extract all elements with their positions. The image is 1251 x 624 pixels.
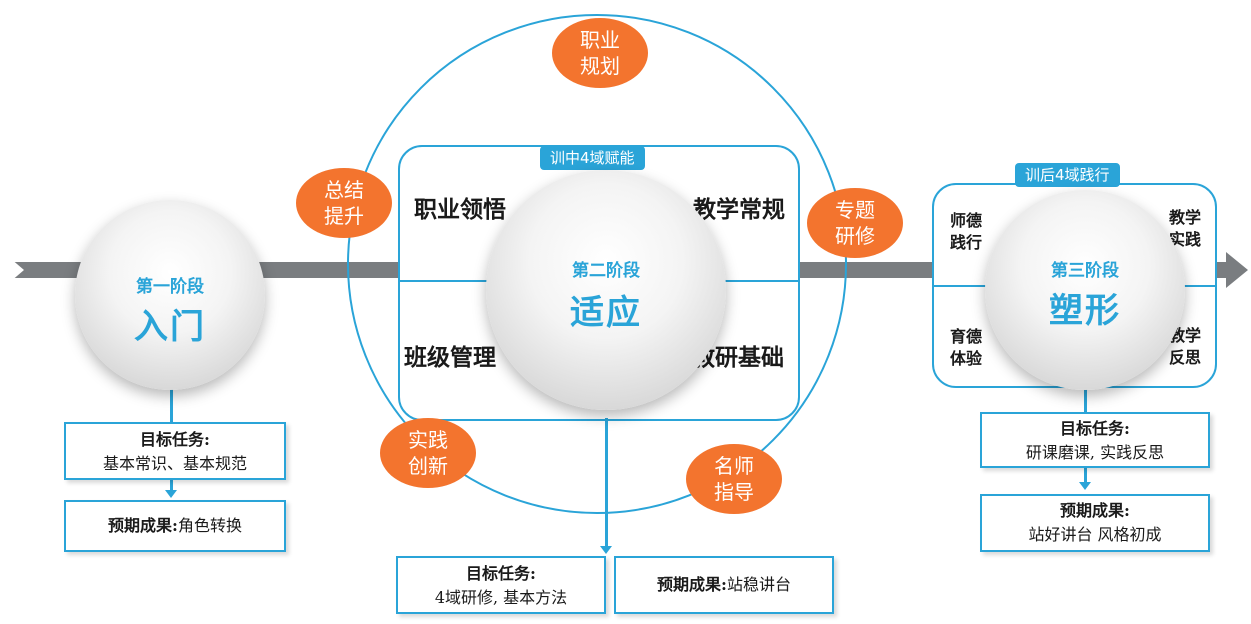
result-label: 预期成果:	[108, 516, 178, 535]
stage-3-number: 第三阶段	[1051, 261, 1119, 281]
stage3-connector	[1084, 383, 1087, 413]
stage-2-name: 适应	[570, 293, 642, 333]
domain-label: 教学 反思	[1169, 326, 1202, 367]
stage2-result-box: 预期成果:站稳讲台	[614, 556, 834, 614]
bubble-special-study: 专题研修	[807, 188, 903, 258]
right-frame-label: 训后4域践行	[1015, 163, 1120, 187]
bubble-mentor-guidance: 名师指导	[686, 444, 782, 514]
domain-label: 教学 实践	[1169, 208, 1202, 249]
stage3-result-box: 预期成果: 站好讲台 风格初成	[980, 494, 1210, 552]
result-label: 预期成果:	[657, 575, 727, 594]
stage1-result-box: 预期成果:角色转换	[64, 500, 286, 552]
task-label: 目标任务:	[140, 430, 210, 449]
result-text: 站好讲台 风格初成	[1028, 525, 1162, 544]
stage-1-number: 第一阶段	[136, 277, 204, 297]
result-text: 角色转换	[177, 516, 242, 535]
stage1-task-box: 目标任务: 基本常识、基本规范	[64, 422, 286, 480]
domain-label: 班级管理	[404, 345, 496, 371]
stage1-connector	[170, 388, 173, 424]
stage3-arrowhead	[1079, 482, 1091, 490]
result-label: 预期成果:	[1060, 501, 1130, 520]
stage2-arrowhead	[600, 546, 612, 554]
stage-2-number: 第二阶段	[572, 261, 640, 281]
stage1-box-connector	[170, 478, 173, 492]
task-text: 基本常识、基本规范	[102, 454, 247, 473]
bubble-career-planning: 职业规划	[552, 18, 648, 88]
task-label: 目标任务:	[466, 564, 536, 583]
stage-1-name: 入门	[134, 307, 206, 347]
stage-3-disc: 第三阶段 塑形	[985, 190, 1185, 390]
timeline-tail-notch	[10, 258, 24, 282]
stage2-task-box: 目标任务: 4域研修, 基本方法	[396, 556, 606, 614]
domain-label: 育德 体验	[950, 327, 983, 368]
bubble-practice-innovation: 实践创新	[380, 418, 476, 488]
bubble-summary: 总结提升	[296, 168, 392, 238]
stage-3-name: 塑形	[1049, 291, 1121, 331]
stage1-arrowhead	[165, 490, 177, 498]
stage-1-disc: 第一阶段 入门	[75, 200, 265, 390]
stage-2-disc: 第二阶段 适应	[486, 170, 726, 410]
task-text: 研课磨课, 实践反思	[1025, 443, 1165, 462]
task-label: 目标任务:	[1060, 419, 1130, 438]
stage3-task-box: 目标任务: 研课磨课, 实践反思	[980, 412, 1210, 468]
result-text: 站稳讲台	[726, 575, 791, 594]
task-text: 4域研修, 基本方法	[434, 588, 568, 607]
domain-label: 师德 践行	[950, 211, 983, 252]
timeline-arrowhead	[1226, 252, 1248, 288]
outer-ring	[347, 14, 847, 514]
stage3-box-connector	[1084, 466, 1087, 484]
middle-frame-label: 训中4域赋能	[540, 146, 645, 170]
domain-label: 职业领悟	[414, 197, 506, 223]
domain-label: 教学常规	[693, 197, 785, 223]
stage2-connector	[605, 418, 608, 548]
